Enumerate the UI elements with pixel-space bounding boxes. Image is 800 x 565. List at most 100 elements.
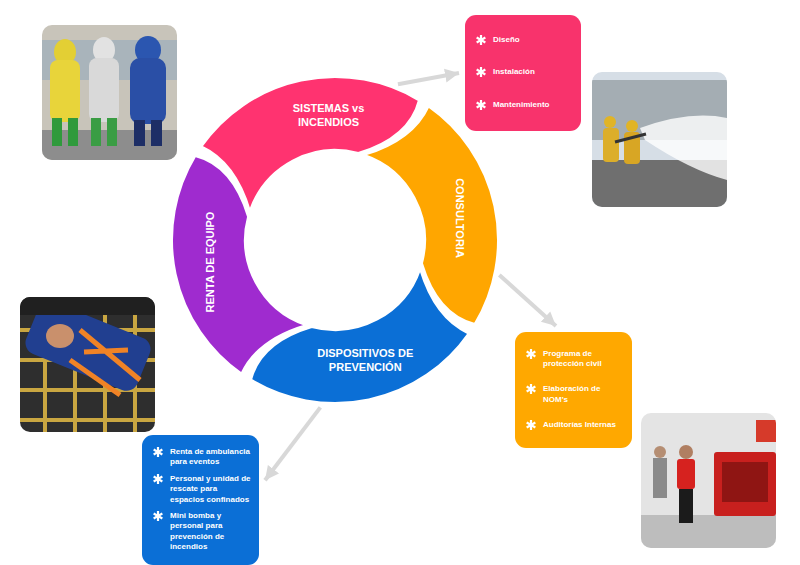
bullet-text: Elaboración de NOM's bbox=[543, 384, 624, 405]
wall bbox=[641, 413, 776, 548]
segment-band bbox=[364, 106, 498, 323]
asterisk-stroke bbox=[154, 476, 163, 481]
connector-arrow bbox=[265, 407, 320, 480]
asterisk-stroke bbox=[477, 37, 486, 42]
boot bbox=[134, 120, 145, 146]
asterisk-bullet bbox=[525, 383, 537, 395]
connector-arrow bbox=[499, 275, 556, 326]
hazmat-photo bbox=[42, 25, 177, 160]
bullet-text: Diseño bbox=[493, 35, 520, 45]
asterisk-bullet bbox=[152, 510, 164, 522]
firefighters-photo bbox=[592, 72, 727, 207]
callout-box: Programa de protección civilElaboración … bbox=[515, 332, 632, 448]
bullet-text: Mantenimiento bbox=[493, 100, 549, 110]
bullet-text: Auditorías Internas bbox=[543, 420, 616, 430]
bullet-item: Personal y unidad de rescate para espaci… bbox=[152, 474, 251, 505]
head bbox=[679, 445, 693, 459]
firefighter bbox=[603, 128, 619, 162]
person bbox=[653, 458, 667, 498]
bullet-item: Renta de ambulancia para eventos bbox=[152, 447, 251, 468]
bullet-item: Mantenimiento bbox=[475, 100, 573, 111]
segment-label: DISPOSITIVOS DE PREVENCIÓN bbox=[295, 348, 435, 376]
segment-label: CONSULTORIA bbox=[452, 178, 466, 258]
bullet-item: Diseño bbox=[475, 35, 573, 46]
asterisk-stroke bbox=[154, 450, 163, 455]
asterisk-bullet bbox=[525, 419, 537, 431]
face bbox=[46, 324, 74, 348]
equipment-photo bbox=[641, 413, 776, 548]
segment-shape bbox=[360, 102, 502, 328]
asterisk-stroke bbox=[527, 387, 536, 392]
wall bbox=[42, 25, 177, 160]
straps bbox=[70, 330, 140, 395]
bullet-text: Mini bomba y personal para prevención de… bbox=[170, 511, 251, 553]
bullet-item: Instalación bbox=[475, 67, 573, 78]
helmet bbox=[626, 120, 638, 132]
segment-shape bbox=[247, 265, 473, 407]
bullet-text: Instalación bbox=[493, 67, 535, 77]
asterisk-stroke bbox=[527, 351, 536, 356]
asterisk-stroke bbox=[527, 423, 536, 428]
bullet-item: Elaboración de NOM's bbox=[525, 384, 624, 405]
red-shirt bbox=[677, 459, 695, 489]
asterisk-stroke bbox=[527, 423, 536, 428]
asterisk-stroke bbox=[154, 513, 163, 518]
segment-label: SISTEMAS vs INCENDIOS bbox=[279, 102, 379, 130]
segment-shape bbox=[168, 152, 310, 378]
bullet-item: Auditorías Internas bbox=[525, 420, 624, 431]
red-equipment bbox=[714, 452, 776, 516]
boot bbox=[107, 118, 117, 146]
sign bbox=[756, 420, 776, 442]
asterisk-stroke bbox=[477, 103, 486, 108]
asterisk-bullet bbox=[475, 66, 487, 78]
rescuer-legs bbox=[20, 297, 155, 315]
boot bbox=[68, 118, 78, 146]
asterisk-stroke bbox=[154, 476, 163, 481]
connector-arrow bbox=[398, 73, 459, 84]
water-spray bbox=[640, 116, 727, 180]
callout-box: Renta de ambulancia para eventosPersonal… bbox=[142, 435, 259, 565]
asterisk-bullet bbox=[152, 446, 164, 458]
asterisk-bullet bbox=[152, 473, 164, 485]
asterisk-bullet bbox=[475, 34, 487, 46]
bullet-text: Renta de ambulancia para eventos bbox=[170, 447, 251, 468]
cycle-segment: CONSULTORIA bbox=[360, 102, 502, 328]
floor bbox=[641, 515, 776, 548]
bullet-text: Personal y unidad de rescate para espaci… bbox=[170, 474, 251, 505]
asterisk-stroke bbox=[477, 70, 486, 75]
asterisk-stroke bbox=[477, 103, 486, 108]
boot bbox=[91, 118, 101, 146]
boot bbox=[52, 118, 62, 146]
asterisk-stroke bbox=[527, 351, 536, 356]
cycle-segment: RENTA DE EQUIPO bbox=[168, 152, 310, 378]
rescue-photo bbox=[20, 297, 155, 432]
segment-band bbox=[172, 156, 306, 373]
asterisk-stroke bbox=[154, 513, 163, 518]
cycle-segment: DISPOSITIVOS DE PREVENCIÓN bbox=[247, 265, 473, 407]
head bbox=[654, 446, 666, 458]
grate bbox=[20, 297, 155, 432]
callout-box: DiseñoInstalaciónMantenimiento bbox=[465, 15, 581, 131]
sky bbox=[592, 72, 727, 207]
bullet-text: Programa de protección civil bbox=[543, 349, 624, 370]
asterisk-stroke bbox=[527, 387, 536, 392]
white-suit bbox=[89, 58, 119, 122]
yellow-suit bbox=[50, 60, 80, 122]
asterisk-stroke bbox=[477, 70, 486, 75]
bullet-item: Programa de protección civil bbox=[525, 349, 624, 370]
hose bbox=[615, 134, 646, 142]
trousers bbox=[679, 489, 693, 523]
asterisk-bullet bbox=[475, 99, 487, 111]
asterisk-stroke bbox=[477, 37, 486, 42]
asterisk-stroke bbox=[154, 450, 163, 455]
bullet-item: Mini bomba y personal para prevención de… bbox=[152, 511, 251, 553]
background bbox=[20, 297, 155, 432]
segment-band bbox=[251, 269, 468, 403]
equipment-panel bbox=[722, 462, 768, 502]
boot bbox=[151, 120, 162, 146]
helmet bbox=[604, 116, 616, 128]
segment-label: RENTA DE EQUIPO bbox=[204, 211, 218, 312]
blue-suit bbox=[130, 58, 166, 124]
asterisk-bullet bbox=[525, 348, 537, 360]
